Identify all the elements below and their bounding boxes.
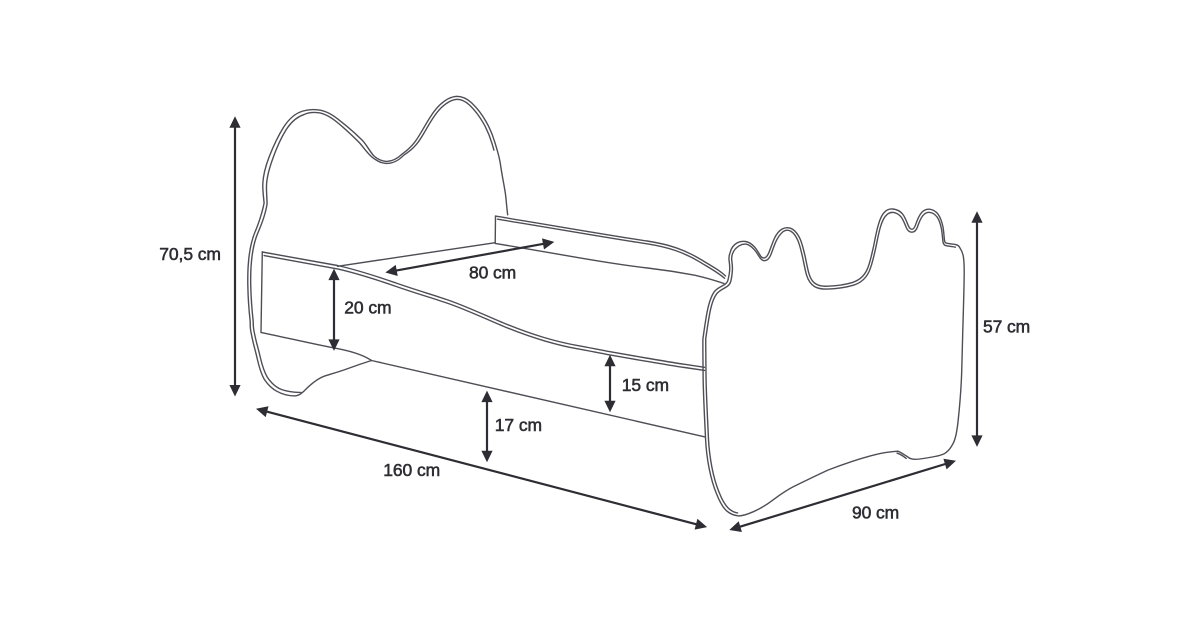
svg-text:90 cm: 90 cm xyxy=(852,503,899,523)
svg-text:80 cm: 80 cm xyxy=(469,263,516,283)
svg-text:160 cm: 160 cm xyxy=(383,460,440,480)
svg-text:20 cm: 20 cm xyxy=(344,298,391,318)
svg-text:70,5 cm: 70,5 cm xyxy=(159,244,221,264)
svg-text:15 cm: 15 cm xyxy=(622,375,669,395)
svg-text:57 cm: 57 cm xyxy=(983,317,1030,337)
svg-text:17 cm: 17 cm xyxy=(495,415,542,435)
